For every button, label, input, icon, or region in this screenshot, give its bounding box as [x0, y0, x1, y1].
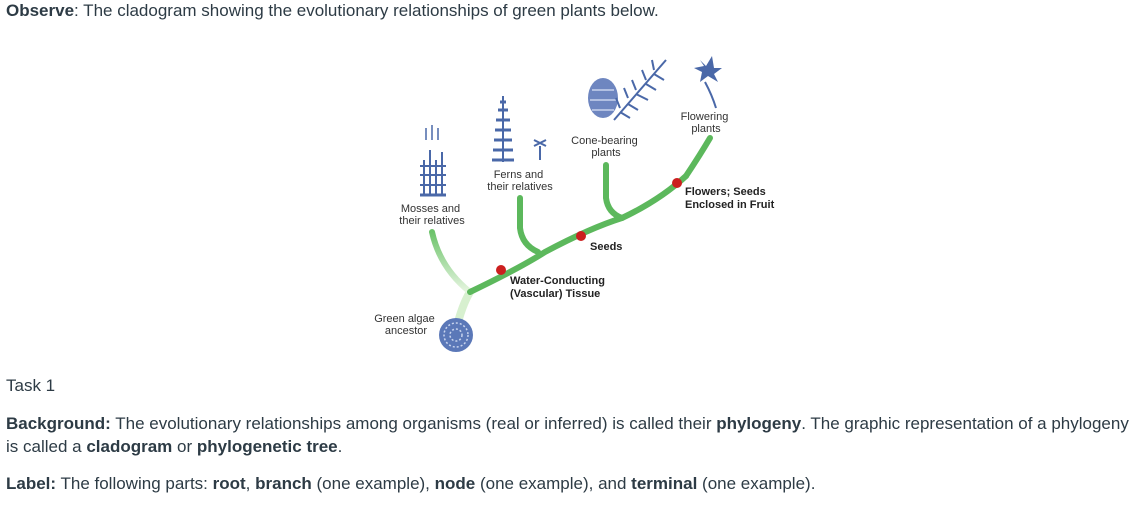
- cone-bearing-icon: [588, 59, 667, 121]
- background-text: or: [172, 437, 197, 456]
- green-algae-icon: [439, 318, 473, 352]
- observe-text: : The cladogram showing the evolutionary…: [74, 1, 659, 20]
- cladogram-branches: [429, 135, 713, 334]
- observe-instruction: Observe: The cladogram showing the evolu…: [6, 0, 659, 22]
- term-phylogenetic-tree: phylogenetic tree: [196, 437, 338, 456]
- node-vascular-tissue: [496, 265, 506, 275]
- flowering-plant-icon: [694, 56, 722, 109]
- term-cladogram: cladogram: [86, 437, 173, 456]
- term-terminal: terminal: [631, 474, 698, 493]
- branch-mosses: [429, 229, 473, 295]
- branch-flowering: [683, 135, 713, 179]
- background-label: Background:: [6, 414, 111, 433]
- task-heading: Task 1: [6, 376, 56, 395]
- branch-cone-bearing: [603, 162, 625, 221]
- terminal-label-mosses: Mosses and their relatives: [399, 203, 465, 227]
- branch-ferns: [517, 195, 541, 255]
- label-text: The following parts:: [56, 474, 213, 493]
- term-branch: branch: [255, 474, 312, 493]
- label-text: (one example), and: [475, 474, 632, 493]
- mosses-icon: [420, 125, 446, 197]
- trait-label-seeds: Seeds: [590, 241, 622, 253]
- label-text: (one example),: [311, 474, 435, 493]
- label-label: Label:: [6, 474, 57, 493]
- cladogram: Mosses and their relatives Ferns and the…: [374, 56, 775, 352]
- ferns-icon: [492, 96, 547, 162]
- node-flowers: [672, 178, 682, 188]
- trait-label-flowers: Flowers; Seeds Enclosed in Fruit: [685, 186, 775, 211]
- terminal-label-flowering: Flowering plants: [681, 111, 732, 135]
- term-root: root: [212, 474, 246, 493]
- term-phylogeny: phylogeny: [716, 414, 802, 433]
- terminal-label-ferns: Ferns and their relatives: [487, 169, 553, 193]
- label-text: (one example).: [697, 474, 816, 493]
- label-instruction: Label: The following parts: root, branch…: [6, 472, 1141, 495]
- root-label: Green algae ancestor: [374, 313, 438, 337]
- background-text: . The graphic representation of a phylog…: [6, 414, 1129, 456]
- background-text: The evolutionary relationships among org…: [110, 414, 717, 433]
- term-node: node: [434, 474, 476, 493]
- observe-label: Observe: [6, 1, 75, 20]
- trait-label-vascular: Water-Conducting (Vascular) Tissue: [510, 275, 608, 300]
- node-seeds: [576, 231, 586, 241]
- background-text: .: [337, 437, 343, 456]
- background-paragraph: Background: The evolutionary relationshi…: [6, 412, 1141, 458]
- terminal-label-cone-bearing: Cone-bearing plants: [571, 135, 641, 159]
- label-text: ,: [245, 474, 256, 493]
